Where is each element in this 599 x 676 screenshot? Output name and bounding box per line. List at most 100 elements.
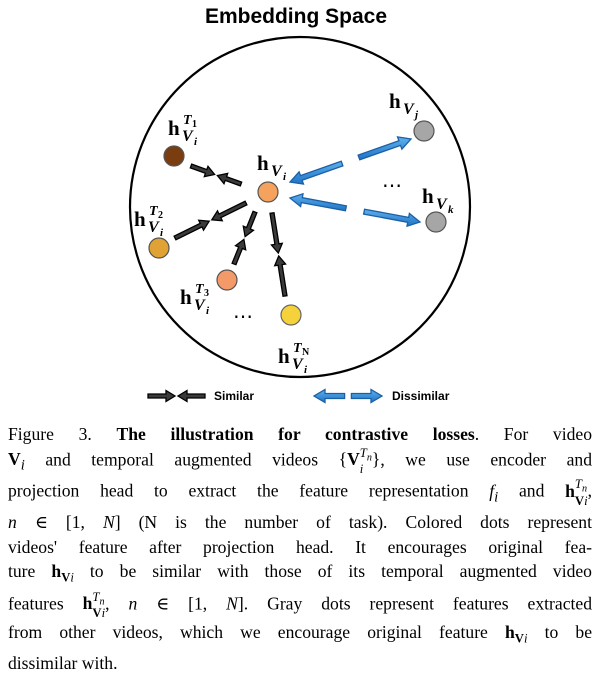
dot-j	[413, 120, 435, 142]
similar-arrow-t1-a	[189, 163, 216, 178]
label-j: h V j	[389, 89, 419, 121]
diagram-canvas: Embedding Space … … h V i T 1 h V i T	[128, 5, 472, 404]
caption-segment: . For video	[474, 424, 592, 444]
dot-tn	[280, 304, 302, 326]
dot-t3	[216, 269, 238, 291]
svg-text:k: k	[448, 204, 454, 216]
svg-text:i: i	[194, 136, 198, 148]
svg-text:T: T	[195, 282, 205, 297]
label-tn: h V i T N	[278, 341, 310, 376]
caption-segment: , we use encoder and	[380, 449, 592, 470]
caption-segment: to be similar with those of its temporal…	[73, 561, 592, 582]
legend-similar-label: Similar	[214, 389, 254, 403]
caption-segment: projection head to extract the feature r…	[8, 481, 490, 502]
caption-math: fi	[489, 481, 499, 506]
svg-text:V: V	[194, 297, 206, 314]
dot-t2	[148, 237, 170, 259]
caption-line: from other videos, which we encourage or…	[8, 620, 592, 651]
caption-segment: (N is the number of task). Colored dots …	[120, 512, 592, 533]
similar-arrow-t2-a	[173, 219, 211, 241]
dissimilar-arrow-k-a	[288, 192, 348, 212]
diagram: Embedding Space … … h V i T 1 h V i T	[128, 5, 472, 404]
similar-arrow-t3-a	[231, 238, 247, 266]
svg-text:j: j	[413, 109, 419, 121]
caption-math: n ∈ [1, N]	[8, 512, 121, 533]
caption-segment: . Gray dots represent features extracted	[243, 593, 592, 614]
caption-segment: Figure 3.	[8, 424, 117, 444]
legend: Similar Dissimilar	[147, 388, 450, 404]
dissimilar-arrow-j-a	[288, 160, 344, 185]
svg-text:i: i	[206, 305, 210, 317]
svg-text:V: V	[182, 128, 194, 145]
caption-segment: features	[8, 593, 83, 614]
svg-text:h: h	[389, 89, 401, 113]
svg-text:h: h	[168, 116, 180, 140]
dot-t1	[163, 145, 185, 167]
caption-line: projection head to extract the feature r…	[8, 478, 592, 510]
svg-text:h: h	[257, 151, 269, 175]
svg-text:3: 3	[204, 288, 209, 299]
caption-line: ture hVi to be similar with those of its…	[8, 559, 592, 590]
caption-segment: dissimilar with.	[8, 653, 118, 673]
ellipsis-gray: …	[382, 168, 402, 192]
caption-math: hVi	[51, 561, 74, 585]
caption-segment: and	[498, 481, 566, 502]
svg-text:V: V	[403, 101, 415, 118]
label-t3: h V i T 3	[180, 282, 210, 317]
similar-arrow-tn-b	[269, 211, 284, 255]
caption-math: n ∈ [1, N]	[128, 593, 244, 614]
legend-dissimilar-arrow-a	[312, 388, 346, 404]
dissimilar-arrow-j-b	[357, 136, 413, 161]
label-center: h V i	[257, 151, 287, 183]
label-t1: h V i T 1	[168, 113, 198, 148]
svg-text:1: 1	[192, 119, 197, 130]
dot-k	[425, 211, 447, 233]
dissimilar-arrows	[288, 136, 422, 228]
caption-segment: from other videos, which we encourage or…	[8, 621, 505, 642]
caption-segment: ture	[8, 561, 52, 582]
svg-text:V: V	[292, 356, 304, 373]
svg-text:i: i	[304, 364, 308, 376]
svg-text:h: h	[278, 344, 290, 368]
svg-text:h: h	[180, 285, 192, 309]
label-k: h V k	[422, 184, 454, 216]
caption-segment: videos' feature after projection head. I…	[8, 536, 592, 557]
ellipsis-augmented: …	[233, 299, 253, 323]
svg-text:i: i	[283, 171, 287, 183]
legend-similar-arrow-b	[176, 389, 206, 403]
svg-text:2: 2	[158, 210, 163, 221]
svg-text:T: T	[183, 113, 193, 128]
legend-dissimilar-label: Dissimilar	[392, 389, 450, 403]
caption-segment: ,	[587, 481, 592, 502]
caption-math: hVi	[505, 621, 528, 646]
svg-text:V: V	[436, 196, 448, 213]
svg-text:i: i	[160, 227, 164, 239]
caption-line: Figure 3. The illustration for contrasti…	[8, 422, 592, 447]
svg-text:N: N	[302, 347, 310, 358]
dissimilar-arrow-k-b	[362, 208, 422, 228]
caption-line: videos' feature after projection head. I…	[8, 535, 592, 560]
svg-text:T: T	[149, 204, 159, 219]
caption-line: n ∈ [1, N] (N is the number of task). Co…	[8, 510, 592, 535]
figure-caption: Figure 3. The illustration for contrasti…	[8, 422, 592, 676]
similar-arrow-t2-b	[210, 200, 248, 222]
svg-text:V: V	[148, 219, 160, 236]
caption-line: dissimilar with.	[8, 651, 592, 676]
legend-dissimilar-arrow-b	[350, 388, 384, 404]
caption-segment: to be	[527, 621, 593, 642]
svg-text:V: V	[271, 163, 283, 180]
caption-segment: The illustration for contrastive losses	[116, 424, 475, 444]
similar-arrow-tn-a	[273, 254, 288, 298]
legend-similar-arrow-a	[147, 389, 177, 403]
svg-text:h: h	[422, 184, 434, 208]
similar-arrows	[173, 163, 288, 298]
svg-text:T: T	[293, 341, 303, 356]
svg-text:h: h	[134, 207, 146, 231]
caption-segment: and temporal augmented videos	[24, 449, 339, 470]
similar-arrow-t3-b	[242, 210, 258, 238]
label-t2: h V i T 2	[134, 204, 164, 239]
